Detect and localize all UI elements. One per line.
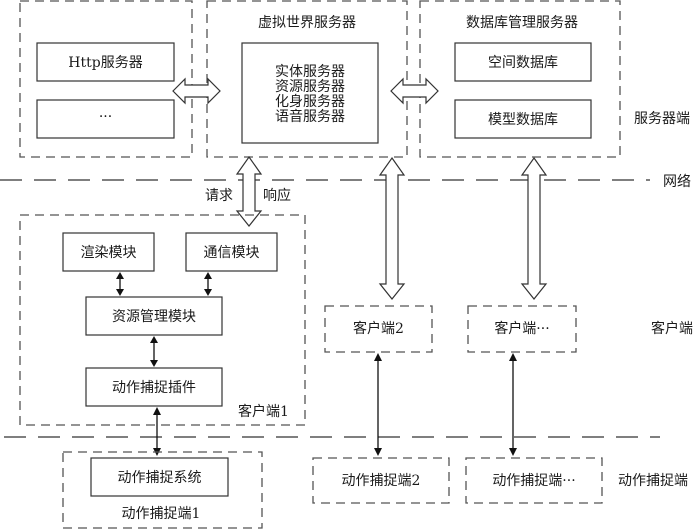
mocap-more-border xyxy=(465,457,603,504)
client2-label: 客户端2 xyxy=(353,320,404,337)
client-tier-label: 客户端 xyxy=(651,320,693,337)
mocap-more-group: 动作捕捉端··· xyxy=(465,457,603,504)
resource-management-module-box xyxy=(85,296,223,336)
other-server-label: ··· xyxy=(99,109,112,125)
motion-capture-tier-label: 动作捕捉端 xyxy=(618,473,688,489)
server-tier-label: 服务器端 xyxy=(634,111,690,127)
model-database-box xyxy=(454,99,592,139)
response-label: 响应 xyxy=(263,187,291,204)
client1-group: 渲染模块 通信模块 资源管理模块 动作捕捉插件 客户端1 xyxy=(19,214,306,426)
client2-border xyxy=(324,305,433,353)
render-module-label: 渲染模块 xyxy=(81,245,137,261)
http-server-group: Http服务器 ··· xyxy=(19,0,193,158)
other-server-box xyxy=(36,99,175,139)
render-module-box xyxy=(62,232,155,272)
virtual-world-server-group: 虚拟世界服务器 实体服务器 资源服务器 化身服务器 语音服务器 xyxy=(206,0,408,158)
motion-capture-system-box xyxy=(90,457,229,497)
communication-module-label: 通信模块 xyxy=(204,245,260,261)
database-group-border xyxy=(419,0,621,158)
network-tier-label: 网络 xyxy=(663,174,691,190)
spatial-database-label: 空间数据库 xyxy=(488,55,558,71)
render-resource-arrow xyxy=(116,272,124,296)
model-database-label: 模型数据库 xyxy=(488,112,558,128)
mocap1-label: 动作捕捉端1 xyxy=(122,506,201,522)
mocap2-group: 动作捕捉端2 xyxy=(312,457,450,504)
client-more-mocap-more-arrow xyxy=(509,353,517,456)
client1-border xyxy=(19,214,306,426)
client2-mocap2-arrow xyxy=(374,353,382,456)
mocap-more-label: 动作捕捉端··· xyxy=(492,473,575,489)
virtual-world-to-database-arrow xyxy=(390,77,439,105)
resource-management-module-label: 资源管理模块 xyxy=(112,309,196,325)
spatial-database-box xyxy=(454,42,592,82)
client1-label: 客户端1 xyxy=(238,403,289,420)
mocap2-label: 动作捕捉端2 xyxy=(342,473,421,489)
communication-resource-arrow xyxy=(204,272,212,296)
resource-server-label: 资源服务器 xyxy=(275,79,345,95)
resource-plugin-arrow xyxy=(150,336,158,367)
http-to-virtual-world-arrow xyxy=(172,77,221,105)
plugin-mocap1-arrow xyxy=(153,407,161,456)
virtual-world-to-client2-arrow xyxy=(378,156,406,300)
http-group-border xyxy=(19,0,193,158)
database-group-title: 数据库管理服务器 xyxy=(466,15,578,31)
communication-module-box xyxy=(185,232,278,272)
http-server-label: Http服务器 xyxy=(68,55,142,71)
motion-capture-system-label: 动作捕捉系统 xyxy=(118,470,202,486)
mocap1-group: 动作捕捉系统 动作捕捉端1 xyxy=(62,451,263,529)
client-more-group: 客户端··· xyxy=(467,305,577,353)
client-more-label: 客户端··· xyxy=(494,320,549,337)
mocap2-border xyxy=(312,457,450,504)
voice-server-label: 语音服务器 xyxy=(275,108,345,125)
client2-group: 客户端2 xyxy=(324,305,433,353)
http-server-box xyxy=(36,42,175,82)
request-label: 请求 xyxy=(205,188,233,204)
request-response-arrow xyxy=(235,155,263,227)
entity-server-label: 实体服务器 xyxy=(275,64,345,80)
virtual-world-services-box xyxy=(241,42,379,144)
virtual-world-title: 虚拟世界服务器 xyxy=(258,15,356,31)
mocap1-border xyxy=(62,451,263,529)
virtual-world-border xyxy=(206,0,408,158)
motion-capture-plugin-label: 动作捕捉插件 xyxy=(112,380,196,396)
database-to-client-more-arrow xyxy=(520,156,548,300)
avatar-server-label: 化身服务器 xyxy=(275,94,345,110)
motion-capture-plugin-box xyxy=(85,367,223,407)
database-management-server-group: 数据库管理服务器 空间数据库 模型数据库 xyxy=(419,0,621,158)
client-more-border xyxy=(467,305,577,353)
